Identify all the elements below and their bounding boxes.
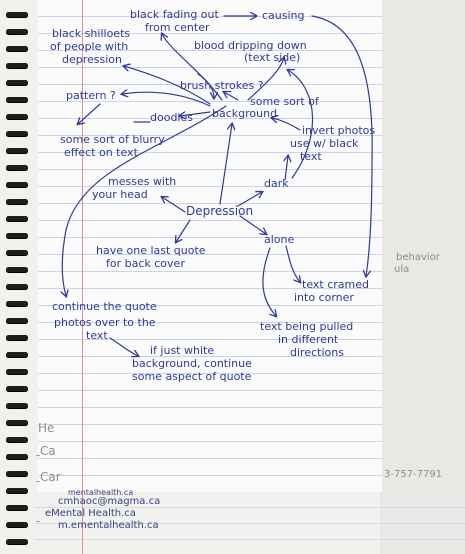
spiral-ring: [6, 182, 28, 187]
note-silhouettes-2: of people with: [50, 40, 129, 53]
spiral-ring: [6, 318, 28, 323]
note-text-crammed-1: text cramed: [302, 278, 369, 291]
note-causing: causing: [262, 9, 305, 22]
spiral-ring: [6, 284, 28, 289]
note-continue-2: photos over to the: [54, 316, 156, 329]
spiral-ring: [6, 403, 28, 408]
note-pulled-3: directions: [290, 346, 344, 359]
spiral-ring: [6, 369, 28, 374]
note-blurry-2: effect on text: [64, 146, 138, 159]
dash-1: -: [36, 448, 41, 462]
note-last-quote-2: for back cover: [106, 257, 185, 270]
tracing-sheet: [38, 0, 382, 492]
dash-2: -: [36, 474, 41, 488]
spiral-ring: [6, 114, 28, 119]
spiral-ring: [6, 471, 28, 476]
contact-line-4: m.ementalhealth.ca: [58, 520, 159, 531]
note-brush-strokes: brush strokes ?: [180, 79, 264, 92]
note-invert-3: text: [300, 150, 322, 163]
spiral-ring: [6, 46, 28, 51]
note-blood-dripping-2: (text side): [244, 51, 301, 64]
spiral-binding: [0, 0, 34, 554]
note-background: background: [212, 107, 278, 120]
under-text-phone: 3-757-7791: [384, 469, 443, 480]
spiral-ring: [6, 199, 28, 204]
under-text-he: He: [38, 421, 55, 435]
contact-line-2: cmhaoc@magma.ca: [58, 496, 161, 507]
note-doodles: doodles: [150, 111, 193, 124]
margin-line: [82, 0, 83, 554]
note-invert-2: use w/ black: [290, 137, 359, 150]
under-text-ula: ula: [394, 264, 410, 275]
spiral-ring: [6, 437, 28, 442]
spiral-ring: [6, 12, 28, 17]
spiral-ring: [6, 29, 28, 34]
note-blurry-1: some sort of blurry: [60, 133, 165, 146]
note-messes-1: messes with: [108, 175, 177, 188]
note-pattern: pattern ?: [66, 89, 116, 102]
note-dark: dark: [264, 177, 289, 190]
spiral-ring: [6, 335, 28, 340]
spiral-ring: [6, 454, 28, 459]
spiral-ring: [6, 386, 28, 391]
note-continue-3: text: [86, 329, 108, 342]
note-white-2: background, continue: [132, 357, 252, 370]
note-invert-1: invert photos: [302, 124, 376, 137]
note-pulled-1: text being pulled: [260, 320, 354, 333]
note-alone: alone: [264, 233, 295, 246]
note-pulled-2: in different: [278, 333, 339, 346]
note-some-sort-of: some sort of: [250, 95, 319, 108]
dash-3: -: [36, 514, 41, 528]
spiral-ring: [6, 539, 28, 544]
spiral-ring: [6, 267, 28, 272]
spiral-ring: [6, 522, 28, 527]
spiral-ring: [6, 250, 28, 255]
spiral-ring: [6, 63, 28, 68]
spiral-ring: [6, 505, 28, 510]
note-white-3: some aspect of quote: [132, 370, 252, 383]
contact-line-3: eMental Health.ca: [45, 508, 136, 519]
spiral-ring: [6, 148, 28, 153]
spiral-ring: [6, 80, 28, 85]
lower-ruled-lines: [34, 492, 465, 554]
note-black-fading-out: black fading out: [130, 8, 219, 21]
note-silhouettes-3: depression: [62, 53, 123, 66]
note-text-crammed-2: into corner: [294, 291, 354, 304]
under-text-car: Car: [40, 470, 61, 484]
spiral-ring: [6, 420, 28, 425]
spiral-ring: [6, 233, 28, 238]
spiral-ring: [6, 131, 28, 136]
spiral-ring: [6, 301, 28, 306]
note-silhouettes-1: black shilloets: [52, 27, 131, 40]
note-depression: Depression: [186, 204, 254, 218]
note-messes-2: your head: [92, 188, 148, 201]
spiral-ring: [6, 216, 28, 221]
note-white-1: if just white: [150, 344, 215, 357]
note-continue-1: continue the quote: [52, 300, 157, 313]
spiral-ring: [6, 352, 28, 357]
note-blood-dripping-1: blood dripping down: [194, 39, 307, 52]
contact-line-1: mentalhealth.ca: [68, 488, 134, 497]
note-from-center: from center: [145, 21, 210, 34]
spiral-ring: [6, 165, 28, 170]
under-text-behavior: behavior: [396, 252, 440, 263]
underlying-page: [380, 0, 465, 554]
note-last-quote-1: have one last quote: [96, 244, 206, 257]
spiral-ring: [6, 488, 28, 493]
spiral-ring: [6, 97, 28, 102]
under-text-ca: Ca: [40, 444, 56, 458]
